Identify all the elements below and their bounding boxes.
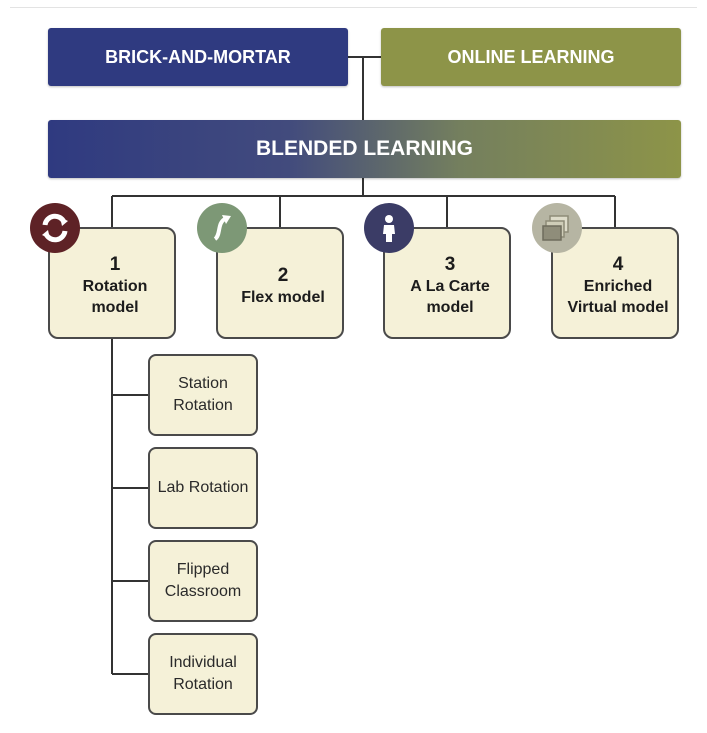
brick-and-mortar-label: BRICK-AND-MORTAR [105, 46, 291, 67]
flex-arrow-icon [197, 203, 247, 253]
blended-learning-box: BLENDED LEARNING [48, 120, 681, 178]
model-name: A La Carte model [410, 278, 490, 316]
submodel-label: Flipped Classroom [164, 561, 242, 600]
model-number: 2 [277, 264, 289, 286]
station-rotation-box: Station Rotation [148, 354, 258, 436]
submodel-label: Lab Rotation [157, 479, 249, 496]
online-learning-label: ONLINE LEARNING [447, 46, 615, 67]
flipped-classroom-box: Flipped Classroom [148, 540, 258, 622]
online-learning-box: ONLINE LEARNING [381, 28, 681, 86]
model-name: Rotation model [82, 278, 148, 316]
individual-rotation-box: Individual Rotation [148, 633, 258, 715]
blended-learning-label: BLENDED LEARNING [255, 137, 473, 160]
top-divider [10, 7, 697, 8]
a-la-carte-model-box: 3 A La Carte model [383, 227, 511, 339]
lab-rotation-box: Lab Rotation [148, 447, 258, 529]
rotation-arrows-icon [30, 203, 80, 253]
model-name: Flex model [241, 288, 325, 306]
stacked-screens-icon [532, 203, 582, 253]
model-number: 3 [444, 254, 456, 275]
model-number: 4 [612, 254, 624, 275]
submodel-label: Station Rotation [173, 375, 233, 414]
brick-and-mortar-box: BRICK-AND-MORTAR [48, 28, 348, 86]
person-icon [364, 203, 414, 253]
submodel-label: Individual Rotation [169, 654, 237, 693]
model-number: 1 [109, 254, 121, 275]
model-name: Enriched Virtual model [567, 278, 669, 316]
enriched-virtual-model-box: 4 Enriched Virtual model [551, 227, 679, 339]
